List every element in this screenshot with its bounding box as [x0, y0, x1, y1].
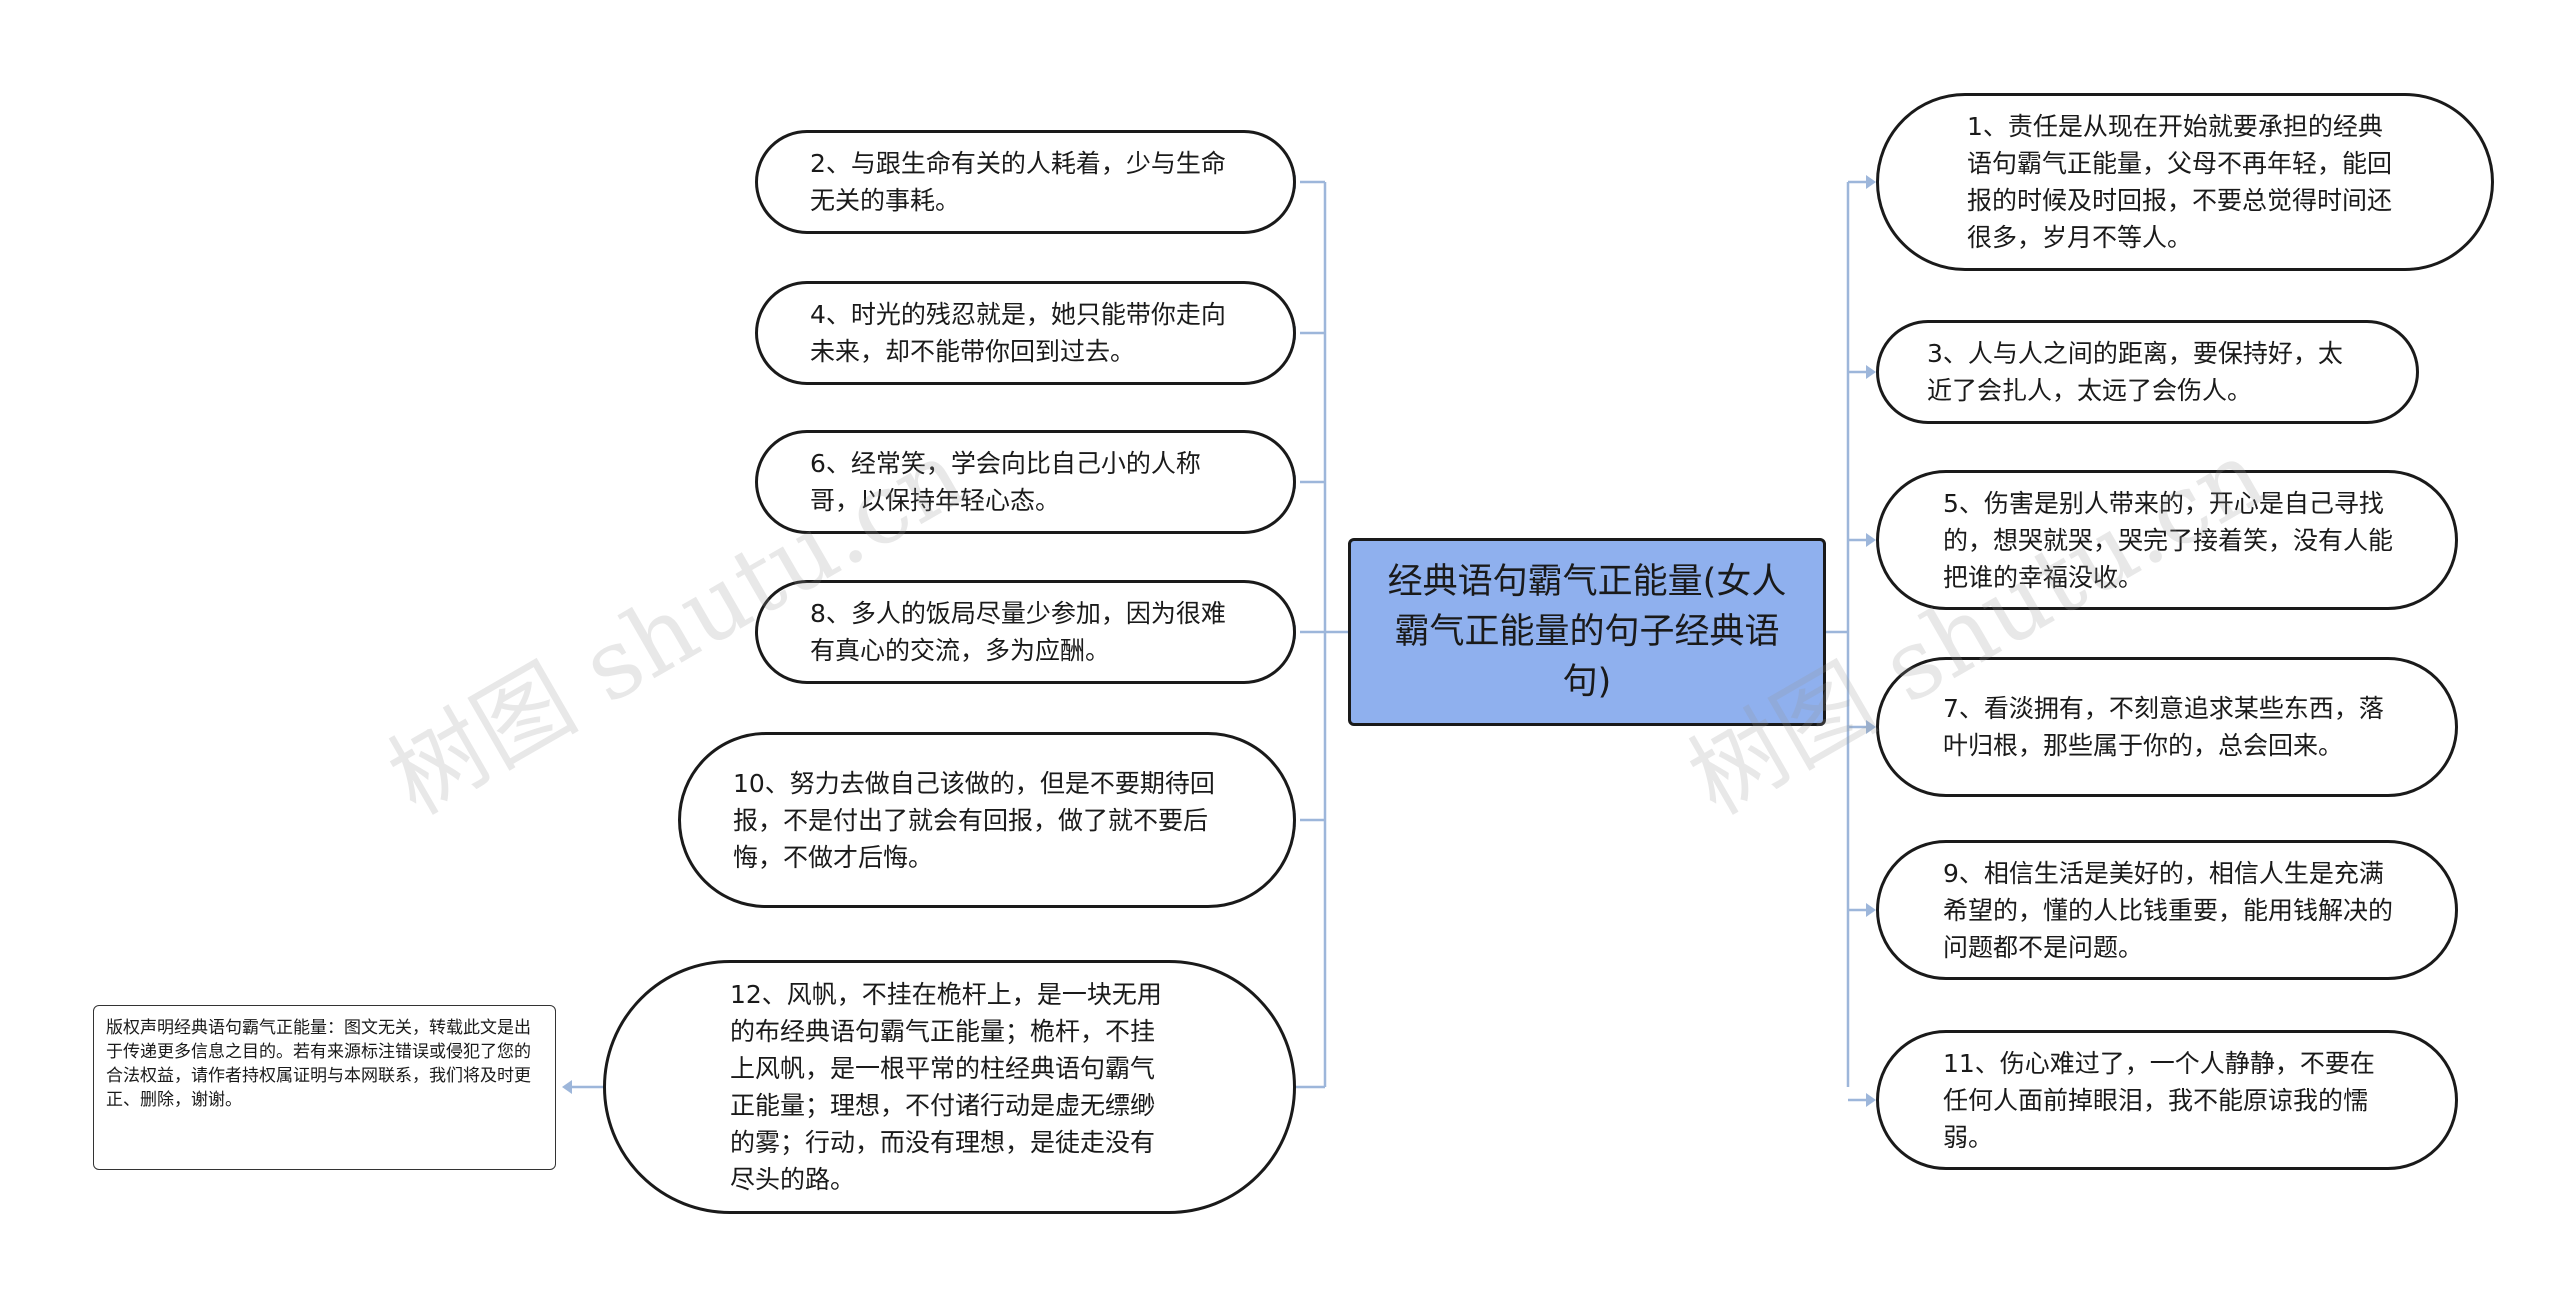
node-text: 6、经常笑，学会向比自己小的人称哥，以保持年轻心态。 — [810, 449, 1201, 515]
right-node-1[interactable]: 1、责任是从现在开始就要承担的经典语句霸气正能量，父母不再年轻，能回报的时候及时… — [1876, 93, 2494, 271]
left-node-12[interactable]: 12、风帆，不挂在桅杆上，是一块无用的布经典语句霸气正能量；桅杆，不挂上风帆，是… — [603, 960, 1296, 1214]
right-node-11[interactable]: 11、伤心难过了，一个人静静，不要在任何人面前掉眼泪，我不能原谅我的懦弱。 — [1876, 1030, 2458, 1170]
left-node-2[interactable]: 2、与跟生命有关的人耗着，少与生命无关的事耗。 — [755, 130, 1296, 234]
central-topic[interactable]: 经典语句霸气正能量(女人霸气正能量的句子经典语句) — [1348, 538, 1826, 726]
right-node-7[interactable]: 7、看淡拥有，不刻意追求某些东西，落叶归根，那些属于你的，总会回来。 — [1876, 657, 2458, 797]
node-text: 8、多人的饭局尽量少参加，因为很难有真心的交流，多为应酬。 — [810, 599, 1226, 665]
right-node-5[interactable]: 5、伤害是别人带来的，开心是自己寻找的，想哭就哭，哭完了接着笑，没有人能把谁的幸… — [1876, 470, 2458, 610]
node-text: 7、看淡拥有，不刻意追求某些东西，落叶归根，那些属于你的，总会回来。 — [1943, 694, 2384, 760]
copyright-text: 版权声明经典语句霸气正能量：图文无关，转载此文是出于传递更多信息之目的。若有来源… — [106, 1018, 531, 1110]
right-node-9[interactable]: 9、相信生活是美好的，相信人生是充满希望的，懂的人比钱重要，能用钱解决的问题都不… — [1876, 840, 2458, 980]
arrow-right-5 — [1866, 903, 1876, 917]
arrow-copyright — [562, 1080, 572, 1094]
connector-right-trunk — [1826, 182, 1850, 1087]
connector-left-trunk — [1323, 182, 1348, 1087]
left-node-10[interactable]: 10、努力去做自己该做的，但是不要期待回报，不是付出了就会有回报，做了就不要后悔… — [678, 732, 1296, 908]
left-node-8[interactable]: 8、多人的饭局尽量少参加，因为很难有真心的交流，多为应酬。 — [755, 580, 1296, 684]
node-text: 2、与跟生命有关的人耗着，少与生命无关的事耗。 — [810, 149, 1226, 215]
central-topic-title: 经典语句霸气正能量(女人霸气正能量的句子经典语句) — [1387, 562, 1787, 702]
right-node-3[interactable]: 3、人与人之间的距离，要保持好，太近了会扎人，太远了会伤人。 — [1876, 320, 2419, 424]
arrow-right-3 — [1866, 533, 1876, 547]
copyright-notice: 版权声明经典语句霸气正能量：图文无关，转载此文是出于传递更多信息之目的。若有来源… — [93, 1005, 556, 1170]
node-text: 12、风帆，不挂在桅杆上，是一块无用的布经典语句霸气正能量；桅杆，不挂上风帆，是… — [730, 980, 1162, 1194]
left-node-4[interactable]: 4、时光的残忍就是，她只能带你走向未来，却不能带你回到过去。 — [755, 281, 1296, 385]
node-text: 9、相信生活是美好的，相信人生是充满希望的，懂的人比钱重要，能用钱解决的问题都不… — [1943, 858, 2394, 962]
node-text: 4、时光的残忍就是，她只能带你走向未来，却不能带你回到过去。 — [810, 300, 1226, 366]
arrow-right-4 — [1866, 720, 1876, 734]
left-node-6[interactable]: 6、经常笑，学会向比自己小的人称哥，以保持年轻心态。 — [755, 430, 1296, 534]
node-text: 11、伤心难过了，一个人静静，不要在任何人面前掉眼泪，我不能原谅我的懦弱。 — [1943, 1048, 2375, 1152]
node-text: 10、努力去做自己该做的，但是不要期待回报，不是付出了就会有回报，做了就不要后悔… — [733, 768, 1215, 872]
arrow-right-6 — [1866, 1093, 1876, 1107]
arrow-right-1 — [1866, 175, 1876, 189]
node-text: 1、责任是从现在开始就要承担的经典语句霸气正能量，父母不再年轻，能回报的时候及时… — [1967, 112, 2393, 252]
node-text: 3、人与人之间的距离，要保持好，太近了会扎人，太远了会伤人。 — [1927, 339, 2343, 405]
arrow-right-2 — [1866, 365, 1876, 379]
node-text: 5、伤害是别人带来的，开心是自己寻找的，想哭就哭，哭完了接着笑，没有人能把谁的幸… — [1943, 488, 2394, 592]
